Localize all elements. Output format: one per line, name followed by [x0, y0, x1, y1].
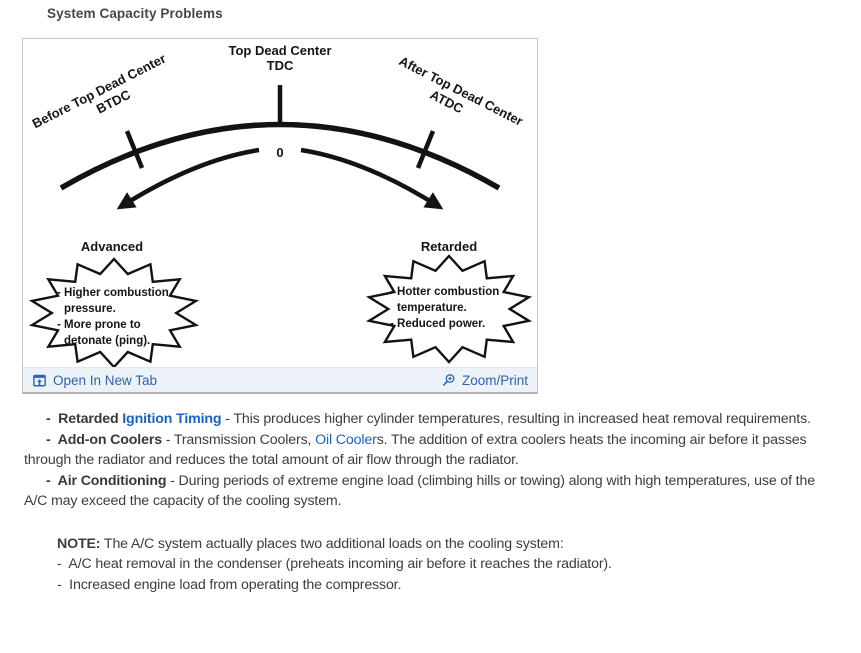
- ignition-timing-diagram: Top Dead Center TDC Before Top Dead Cent…: [28, 43, 533, 367]
- atdc-tick: [415, 130, 436, 169]
- bullet-text: - During periods of extreme engine load …: [24, 472, 818, 510]
- btdc-label: Before Top Dead Center BTDC: [30, 51, 169, 131]
- zoom-print-label: Zoom/Print: [461, 372, 528, 388]
- retard-arrow: [300, 147, 444, 210]
- note-block: NOTE: The A/C system actually places two…: [57, 534, 827, 596]
- note-item: - A/C heat removal in the condenser (pre…: [57, 556, 612, 572]
- bullet-list: - Retarded Ignition Timing - This produc…: [24, 409, 826, 512]
- ignition-timing-link[interactable]: Ignition Timing: [122, 411, 222, 427]
- advanced-label: Advanced: [81, 239, 143, 254]
- bullet-term: -: [46, 431, 58, 448]
- advanced-callout-text: - Higher combustion pressure. - More pro…: [57, 287, 169, 347]
- note-label: NOTE:: [57, 535, 101, 552]
- advance-arrow: [116, 147, 260, 210]
- bullet-term: Retarded: [58, 411, 123, 427]
- bullet-paragraph: - Add-on Coolers - Transmission Coolers,…: [24, 430, 826, 471]
- tdc-label-line2: TDC: [267, 58, 294, 73]
- advanced-callout-burst: [28, 257, 200, 367]
- retarded-callout-line: - Reduced power.: [390, 318, 485, 330]
- zero-mark: 0: [276, 145, 283, 160]
- retarded-callout-burst: [365, 254, 533, 364]
- open-in-new-tab-icon: [33, 374, 46, 386]
- retarded-callout-line: - Hotter combustion: [390, 286, 499, 298]
- bullet-term: -: [46, 411, 59, 427]
- retarded-label: Retarded: [421, 239, 477, 254]
- bullet-term: Add-on Coolers: [57, 431, 162, 448]
- advanced-callout-line: - More prone to: [57, 319, 141, 331]
- open-in-new-tab-button[interactable]: Open In New Tab: [32, 373, 157, 388]
- advanced-callout-line: pressure.: [64, 303, 116, 315]
- oil-cooler-link[interactable]: Oil Cooler: [315, 431, 377, 448]
- page-title: System Capacity Problems: [47, 6, 223, 21]
- retarded-callout-line: temperature.: [397, 302, 467, 314]
- bullet-paragraph: - Retarded Ignition Timing - This produc…: [24, 409, 826, 430]
- note-text: The A/C system actually places two addit…: [100, 535, 564, 552]
- atdc-label: After Top Dead Center ATDC: [397, 53, 526, 129]
- zoom-magnifier-icon: [442, 373, 455, 386]
- bullet-text: s. The addition of extra coolers heats t…: [24, 431, 811, 469]
- figure-toolbar: Open In New Tab Zoom/Print: [23, 367, 537, 392]
- retarded-callout-text: - Hotter combustion temperature. - Reduc…: [390, 286, 499, 330]
- tdc-label-line1: Top Dead Center: [228, 43, 331, 58]
- bullet-term: Air Conditioning: [57, 472, 167, 489]
- btdc-label-line1: Before Top Dead Center: [30, 51, 169, 131]
- btdc-tick: [124, 130, 145, 169]
- note-items: - A/C heat removal in the condenser (pre…: [57, 554, 827, 595]
- bullet-text: - This produces higher cylinder temperat…: [221, 411, 811, 427]
- bullet-text: - Transmission Coolers,: [161, 431, 316, 448]
- note-item: - Increased engine load from operating t…: [57, 576, 402, 593]
- ignition-timing-figure: Top Dead Center TDC Before Top Dead Cent…: [22, 38, 538, 394]
- open-in-new-tab-label: Open In New Tab: [53, 372, 158, 388]
- bullet-paragraph: - Air Conditioning - During periods of e…: [24, 471, 826, 512]
- note-heading: NOTE: The A/C system actually places two…: [57, 534, 827, 555]
- advanced-callout-line: detonate (ping).: [64, 335, 150, 347]
- bullet-term: -: [46, 472, 58, 489]
- advanced-callout-line: - Higher combustion: [57, 287, 169, 299]
- zoom-print-button[interactable]: Zoom/Print: [441, 373, 528, 388]
- atdc-label-line1: After Top Dead Center: [397, 53, 526, 129]
